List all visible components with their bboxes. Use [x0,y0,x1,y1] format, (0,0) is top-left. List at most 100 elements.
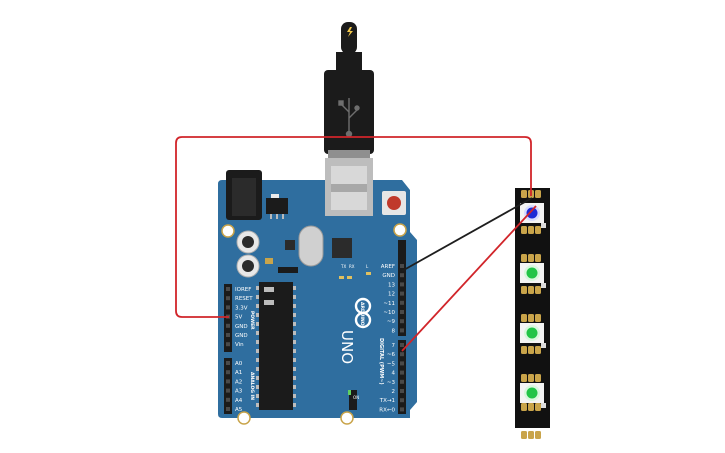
strip-capacitor [541,283,546,288]
chip-pin [293,331,296,335]
header-pin-socket[interactable] [226,388,230,393]
strip-solder-pad [535,254,541,262]
header-pin-socket[interactable] [226,333,230,337]
header-pin-socket[interactable] [400,389,404,393]
chip-pin [293,340,296,344]
chip-pin [293,349,296,353]
lightning-icon [347,27,353,37]
header-pin-socket[interactable] [226,305,230,310]
strip-solder-pad [528,314,534,322]
neopixel-strip[interactable] [515,188,550,439]
strip-solder-pad [528,286,534,294]
header-pin-socket[interactable] [226,407,230,411]
header-pin-socket[interactable] [400,291,404,296]
chip-pin [256,394,259,398]
strip-solder-pad [528,403,534,411]
header-pin-socket[interactable] [400,273,404,278]
usb-icon [338,98,360,138]
wire-5v[interactable] [175,136,532,318]
pin-label: A1 [235,370,242,376]
chip-pin [256,403,259,407]
chip-pin [256,349,259,353]
chip-pin [256,340,259,344]
strip-capacitor [541,343,546,348]
fuse [265,258,273,264]
header-pin-socket[interactable] [226,342,230,347]
pin-label: A0 [235,361,243,367]
pin-label: 8 [392,328,396,334]
brand-label: ARDUINO [359,302,365,326]
header-pin-socket[interactable] [226,323,230,328]
neopixel-led[interactable] [520,383,544,403]
pin-label: 5V [235,315,242,321]
strip-solder-pad [535,346,541,354]
power-label: POWER [249,311,255,330]
neopixel-led[interactable] [520,263,544,283]
pin-label: 12 [388,292,395,298]
header-pin-socket[interactable] [400,407,404,412]
strip-solder-pad [535,190,541,198]
neopixel-led[interactable] [520,323,544,343]
wire-data-pin6[interactable] [401,205,537,352]
digital-header-top[interactable] [398,240,406,336]
pin-label: GND [235,324,248,330]
strip-solder-pad [521,374,527,382]
header-pin-socket[interactable] [400,300,404,305]
chip-pin [293,322,296,326]
header-pin-socket[interactable] [400,328,404,333]
pin-label: TX→1 [379,398,395,404]
header-pin-socket[interactable] [400,343,404,347]
chip-pin [293,313,296,317]
header-pin-socket[interactable] [400,310,404,314]
strip-solder-pad [521,190,527,198]
header-pin-socket[interactable] [226,361,230,365]
chip-pin [293,394,296,398]
tx-label: TX [340,264,346,269]
header-pin-socket[interactable] [400,361,404,366]
chip-pin [293,403,296,407]
pin-label: 2 [392,389,396,395]
header-pin-socket[interactable] [400,370,404,375]
mount-hole [393,223,407,237]
analog-header[interactable] [224,358,232,414]
header-pin-socket[interactable] [400,379,404,384]
digital-header-bottom[interactable] [398,340,406,414]
strip-solder-pad [528,346,534,354]
header-pin-socket[interactable] [226,397,230,402]
pin-label: AREF [381,264,395,270]
strip-capacitor [541,403,546,408]
header-pin-socket[interactable] [400,352,404,357]
strip-solder-pad [535,374,541,382]
chip-pin [293,295,296,299]
strip-solder-pad [528,374,534,382]
header-pin-socket[interactable] [400,319,404,324]
strip-solder-pad [528,431,534,439]
strip-solder-pad [535,226,541,234]
header-pin-socket[interactable] [400,282,404,287]
arduino-uno-board[interactable]: TX RX L ON ARDUINO UNO POWER ANALOG IN [218,158,417,425]
chip-pin [293,358,296,362]
strip-solder-pad [528,226,534,234]
chip-pin [256,385,259,389]
strip-capacitor [541,223,546,228]
header-pin-socket[interactable] [226,287,230,291]
dc-power-jack [226,170,262,220]
header-pin-socket[interactable] [226,296,230,301]
pin-label: ~9 [387,319,396,325]
usb-controller-chip [332,238,352,258]
header-pin-socket[interactable] [400,264,404,268]
wire-gnd[interactable] [401,197,533,272]
strip-solder-pad [535,314,541,322]
pin-label: ~11 [383,301,395,307]
header-pin-socket[interactable] [226,379,230,384]
usb-cable[interactable] [324,22,374,158]
strip-solder-pad [535,431,541,439]
power-header[interactable] [224,284,232,352]
reset-button[interactable] [382,191,406,215]
pin-label: 13 [388,282,395,288]
chip-pin [256,295,259,299]
header-pin-socket[interactable] [226,370,230,375]
header-pin-socket[interactable] [400,398,404,403]
status-leds [339,272,371,395]
